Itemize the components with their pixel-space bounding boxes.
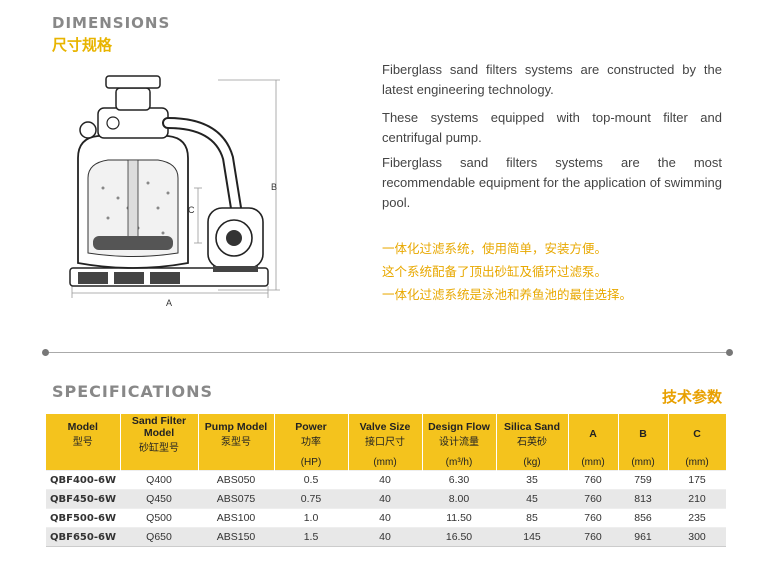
unit-silica-sand: (kg) xyxy=(496,454,569,471)
unit-valve-size: (mm) xyxy=(348,454,423,471)
table-cell: 175 xyxy=(668,470,726,490)
unit-b: (mm) xyxy=(618,454,669,471)
description-paragraph-1: Fiberglass sand filters systems are cons… xyxy=(382,62,722,97)
table-cell: 961 xyxy=(618,527,668,547)
unit-model xyxy=(46,454,121,471)
table-cell: 6.30 xyxy=(422,470,496,490)
dimension-label-a: A xyxy=(166,298,172,308)
table-cell: 35 xyxy=(496,470,568,490)
table-cell: 760 xyxy=(568,527,618,547)
table-cell: 40 xyxy=(348,527,422,547)
unit-power: (HP) xyxy=(274,454,349,471)
divider-dot-right xyxy=(726,349,733,356)
table-cell: QBF400-6W xyxy=(46,470,120,490)
table-cell: ABS075 xyxy=(198,489,274,509)
table-row: QBF500-6W Q500 ABS100 1.0 40 11.50 85 76… xyxy=(46,508,726,528)
table-cell: 0.75 xyxy=(274,489,348,509)
table-cell: Q650 xyxy=(120,527,198,547)
dimensions-title-cn: 尺寸规格 xyxy=(52,36,113,54)
description-cn-line-3: 一体化过滤系统是泳池和养鱼池的最佳选择。 xyxy=(382,287,633,302)
table-row: QBF450-6W Q450 ABS075 0.75 40 8.00 45 76… xyxy=(46,489,726,509)
unit-a: (mm) xyxy=(568,454,619,471)
table-cell: 0.5 xyxy=(274,470,348,490)
table-cell: 759 xyxy=(618,470,668,490)
table-cell: 8.00 xyxy=(422,489,496,509)
table-row: QBF650-6W Q650 ABS150 1.5 40 16.50 145 7… xyxy=(46,527,726,547)
table-cell: 40 xyxy=(348,489,422,509)
column-header-c: C xyxy=(668,414,727,454)
section-divider xyxy=(45,352,730,353)
table-cell: 85 xyxy=(496,508,568,528)
table-cell: 1.0 xyxy=(274,508,348,528)
table-cell: Q400 xyxy=(120,470,198,490)
table-cell: 300 xyxy=(668,527,726,547)
specifications-title-cn: 技术参数 xyxy=(661,388,722,406)
dimension-label-b: B xyxy=(271,182,277,192)
table-row: QBF400-6W Q400 ABS050 0.5 40 6.30 35 760… xyxy=(46,470,726,490)
table-cell: 11.50 xyxy=(422,508,496,528)
table-cell: 40 xyxy=(348,470,422,490)
table-cell: 16.50 xyxy=(422,527,496,547)
description-cn-line-1: 一体化过滤系统，使用简单，安装方便。 xyxy=(382,241,608,256)
table-cell: Q450 xyxy=(120,489,198,509)
table-cell: 145 xyxy=(496,527,568,547)
table-cell: 760 xyxy=(568,489,618,509)
table-cell: 760 xyxy=(568,470,618,490)
description-cn-line-2: 这个系统配备了顶出砂缸及循环过滤泵。 xyxy=(382,264,608,279)
table-cell: ABS150 xyxy=(198,527,274,547)
table-cell: 813 xyxy=(618,489,668,509)
dimension-label-c: C xyxy=(188,205,195,215)
table-cell: 1.5 xyxy=(274,527,348,547)
table-cell: 45 xyxy=(496,489,568,509)
column-header-a: A xyxy=(568,414,619,454)
table-cell: 856 xyxy=(618,508,668,528)
table-cell: ABS100 xyxy=(198,508,274,528)
unit-pump-model xyxy=(198,454,275,471)
unit-sand-filter-model xyxy=(120,454,199,471)
table-cell: Q500 xyxy=(120,508,198,528)
table-cell: QBF450-6W xyxy=(46,489,120,509)
dimensions-title: DIMENSIONS xyxy=(52,14,171,32)
column-header-b: B xyxy=(618,414,669,454)
table-cell: QBF650-6W xyxy=(46,527,120,547)
description-paragraph-3: Fiberglass sand filters systems are the … xyxy=(382,155,722,210)
unit-design-flow: (m³/h) xyxy=(422,454,497,471)
table-cell: ABS050 xyxy=(198,470,274,490)
table-cell: 235 xyxy=(668,508,726,528)
specifications-title: SPECIFICATIONS xyxy=(52,382,214,401)
filter-system-diagram: B C A xyxy=(69,75,280,308)
table-cell: 760 xyxy=(568,508,618,528)
description-paragraph-2: These systems equipped with top-mount fi… xyxy=(382,110,722,145)
table-cell: 40 xyxy=(348,508,422,528)
table-cell: 210 xyxy=(668,489,726,509)
table-cell: QBF500-6W xyxy=(46,508,120,528)
divider-dot-left xyxy=(42,349,49,356)
unit-c: (mm) xyxy=(668,454,727,471)
